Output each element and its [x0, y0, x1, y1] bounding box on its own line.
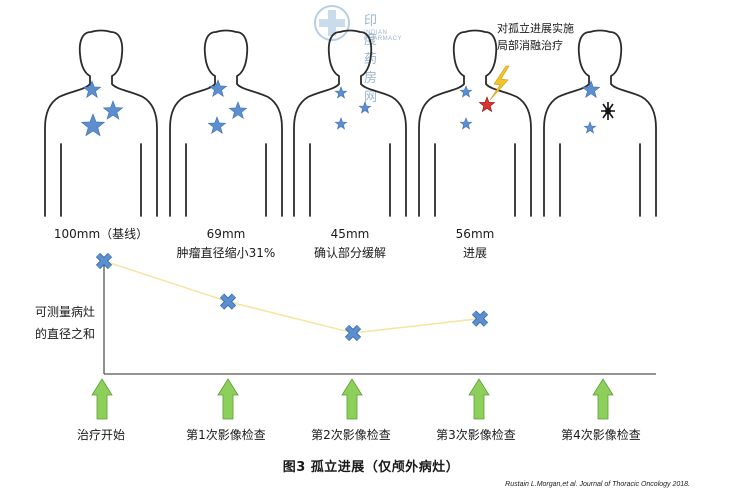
measure-label-3: 45mm — [330, 227, 370, 241]
lesion-star-2 — [102, 100, 124, 120]
up-arrow-icon-4 — [468, 378, 490, 420]
measure-label-4: 56mm — [455, 227, 495, 241]
note-label-3: 确认部分缓解 — [313, 246, 386, 260]
lesion-star-5 — [228, 101, 248, 119]
figure-caption: 图3 孤立进展（仅颅外病灶） — [282, 460, 460, 475]
timeline-label-3: 第2次影像检查 — [311, 428, 391, 442]
data-point-1 — [95, 252, 113, 270]
lesion-star-8 — [358, 101, 372, 114]
citation: Rustain L.Morgan,et al. Journal of Thora… — [505, 481, 690, 488]
lightning-icon — [489, 65, 510, 101]
lesion-star-14 — [583, 121, 597, 134]
lesion-star-1 — [82, 80, 102, 98]
timeline-label-5: 第4次影像检查 — [561, 428, 641, 442]
up-arrow-icon-5 — [592, 378, 614, 420]
annotation-line-1: 对孤立进展实施 — [497, 22, 574, 35]
diameter-series-line — [103, 260, 481, 334]
data-point-3 — [344, 324, 362, 342]
data-point-2 — [219, 293, 237, 310]
timeline-label-1: 治疗开始 — [76, 428, 125, 442]
lesion-star-6 — [207, 116, 227, 134]
y-axis-label-line-2: 的直径之和 — [35, 327, 96, 341]
up-arrow-icon-1 — [91, 378, 113, 420]
note-label-4: 进展 — [462, 246, 487, 260]
annotation-line-2: 局部消融治疗 — [497, 39, 563, 52]
lesion-star-11 — [478, 96, 496, 113]
measure-label-2: 69mm — [206, 227, 246, 241]
lesion-star-3 — [80, 113, 106, 137]
up-arrow-icon-3 — [341, 378, 363, 420]
ablated-lesion-icon — [601, 102, 615, 120]
y-axis-label: 可测量病灶 的直径之和 — [35, 301, 95, 345]
pharmacy-logo-icon — [314, 5, 350, 41]
measure-label-1: 100mm（基线） — [53, 227, 149, 241]
lesion-star-7 — [334, 86, 348, 99]
lesion-star-13 — [581, 80, 601, 98]
lesion-star-4 — [208, 79, 228, 97]
lesion-star-10 — [459, 85, 473, 98]
watermark-subtitle: INDIAN PHARMACY — [364, 30, 403, 42]
lesion-star-12 — [459, 117, 473, 130]
data-point-4 — [471, 310, 489, 327]
up-arrow-icon-2 — [217, 378, 239, 420]
lesion-star-9 — [334, 117, 348, 130]
ablation-annotation: 对孤立进展实施 局部消融治疗 — [497, 20, 574, 54]
timeline-label-4: 第3次影像检查 — [436, 428, 516, 442]
note-label-2: 肿瘤直径缩小31% — [176, 246, 276, 260]
y-axis-label-line-1: 可测量病灶 — [35, 305, 96, 319]
timeline-label-2: 第1次影像检查 — [186, 428, 266, 442]
